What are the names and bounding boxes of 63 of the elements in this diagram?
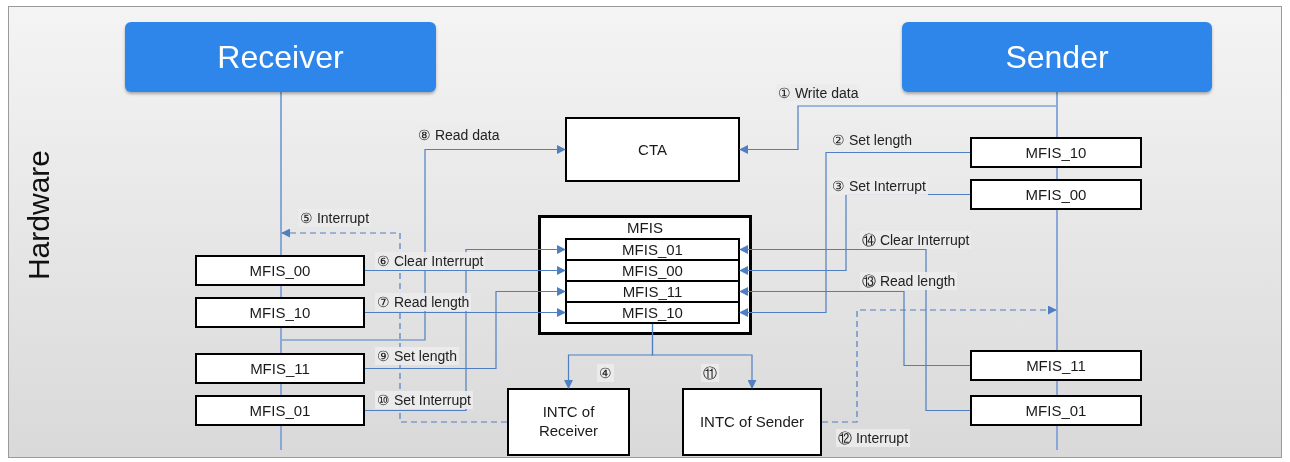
arrow — [739, 245, 971, 412]
node-label: MFIS_10 — [249, 304, 311, 321]
edge-label: ⑦ Read length — [375, 293, 472, 311]
node-label: MFIS_11 — [622, 283, 683, 300]
register-row — [565, 259, 740, 282]
node-label: MFIS_11 — [1026, 357, 1086, 374]
module-box — [538, 215, 752, 335]
edge-label: ③ Set Interrupt — [830, 177, 928, 195]
node-label: MFIS — [627, 219, 663, 236]
arrow — [364, 266, 566, 275]
node-label: Sender — [1005, 38, 1109, 76]
dashed-arrow — [281, 228, 508, 423]
arrow — [364, 308, 566, 317]
actor-box — [125, 22, 436, 92]
register-row — [565, 280, 740, 303]
node-label: MFIS_11 — [250, 360, 310, 377]
edge-label: ⑭ Clear Interrupt — [860, 231, 972, 249]
node-label: MFIS_00 — [249, 262, 311, 279]
register-row — [565, 301, 740, 324]
register-row — [565, 238, 740, 261]
edge-label: ⑩ Set Interrupt — [375, 391, 473, 409]
edge-label: ⑫ Interrupt — [836, 429, 911, 447]
arrow — [739, 151, 971, 317]
node-label: MFIS_10 — [622, 304, 683, 321]
register-box — [970, 179, 1142, 210]
node-label: MFIS_10 — [1025, 144, 1087, 161]
edge-label: ① Write data — [776, 84, 861, 102]
actor-box — [902, 22, 1212, 92]
node-label: CTA — [638, 141, 667, 158]
node-label: Receiver — [217, 38, 344, 76]
arrow — [739, 105, 1057, 154]
arrow — [281, 145, 566, 341]
section-label: Hardware — [22, 150, 56, 281]
edge-label: ⑧ Read data — [416, 126, 502, 144]
register-box — [195, 297, 365, 328]
node-label: MFIS_00 — [622, 262, 683, 279]
register-box — [195, 395, 365, 426]
node-label: MFIS_01 — [622, 241, 683, 258]
node-label: MFIS_01 — [1025, 402, 1087, 419]
edge-label: ⑨ Set length — [375, 347, 459, 365]
register-box — [970, 137, 1142, 168]
register-box — [195, 255, 365, 286]
arrow — [739, 287, 971, 367]
controller-box — [682, 388, 822, 456]
node-label: MFIS_00 — [1025, 186, 1087, 203]
register-box — [195, 353, 365, 384]
edge-label: ⑬ Read length — [860, 272, 958, 290]
edge-label: ⑥ Clear Interrupt — [375, 252, 486, 270]
arrow — [651, 323, 757, 389]
arrow — [364, 245, 566, 412]
edge-label: ⑪ — [701, 364, 719, 382]
controller-box — [507, 388, 630, 456]
register-box — [970, 350, 1142, 381]
edge-label: ② Set length — [830, 131, 914, 149]
dashed-arrow — [821, 305, 1057, 423]
node-label: INTC of Receiver — [537, 403, 600, 441]
edge-label: ⑤ Interrupt — [298, 209, 372, 227]
register-box — [565, 117, 740, 182]
register-box — [970, 395, 1142, 426]
node-label: INTC of Sender — [699, 412, 805, 432]
node-label: MFIS_01 — [249, 402, 311, 419]
arrow — [364, 287, 566, 370]
edge-label: ④ — [597, 364, 614, 382]
